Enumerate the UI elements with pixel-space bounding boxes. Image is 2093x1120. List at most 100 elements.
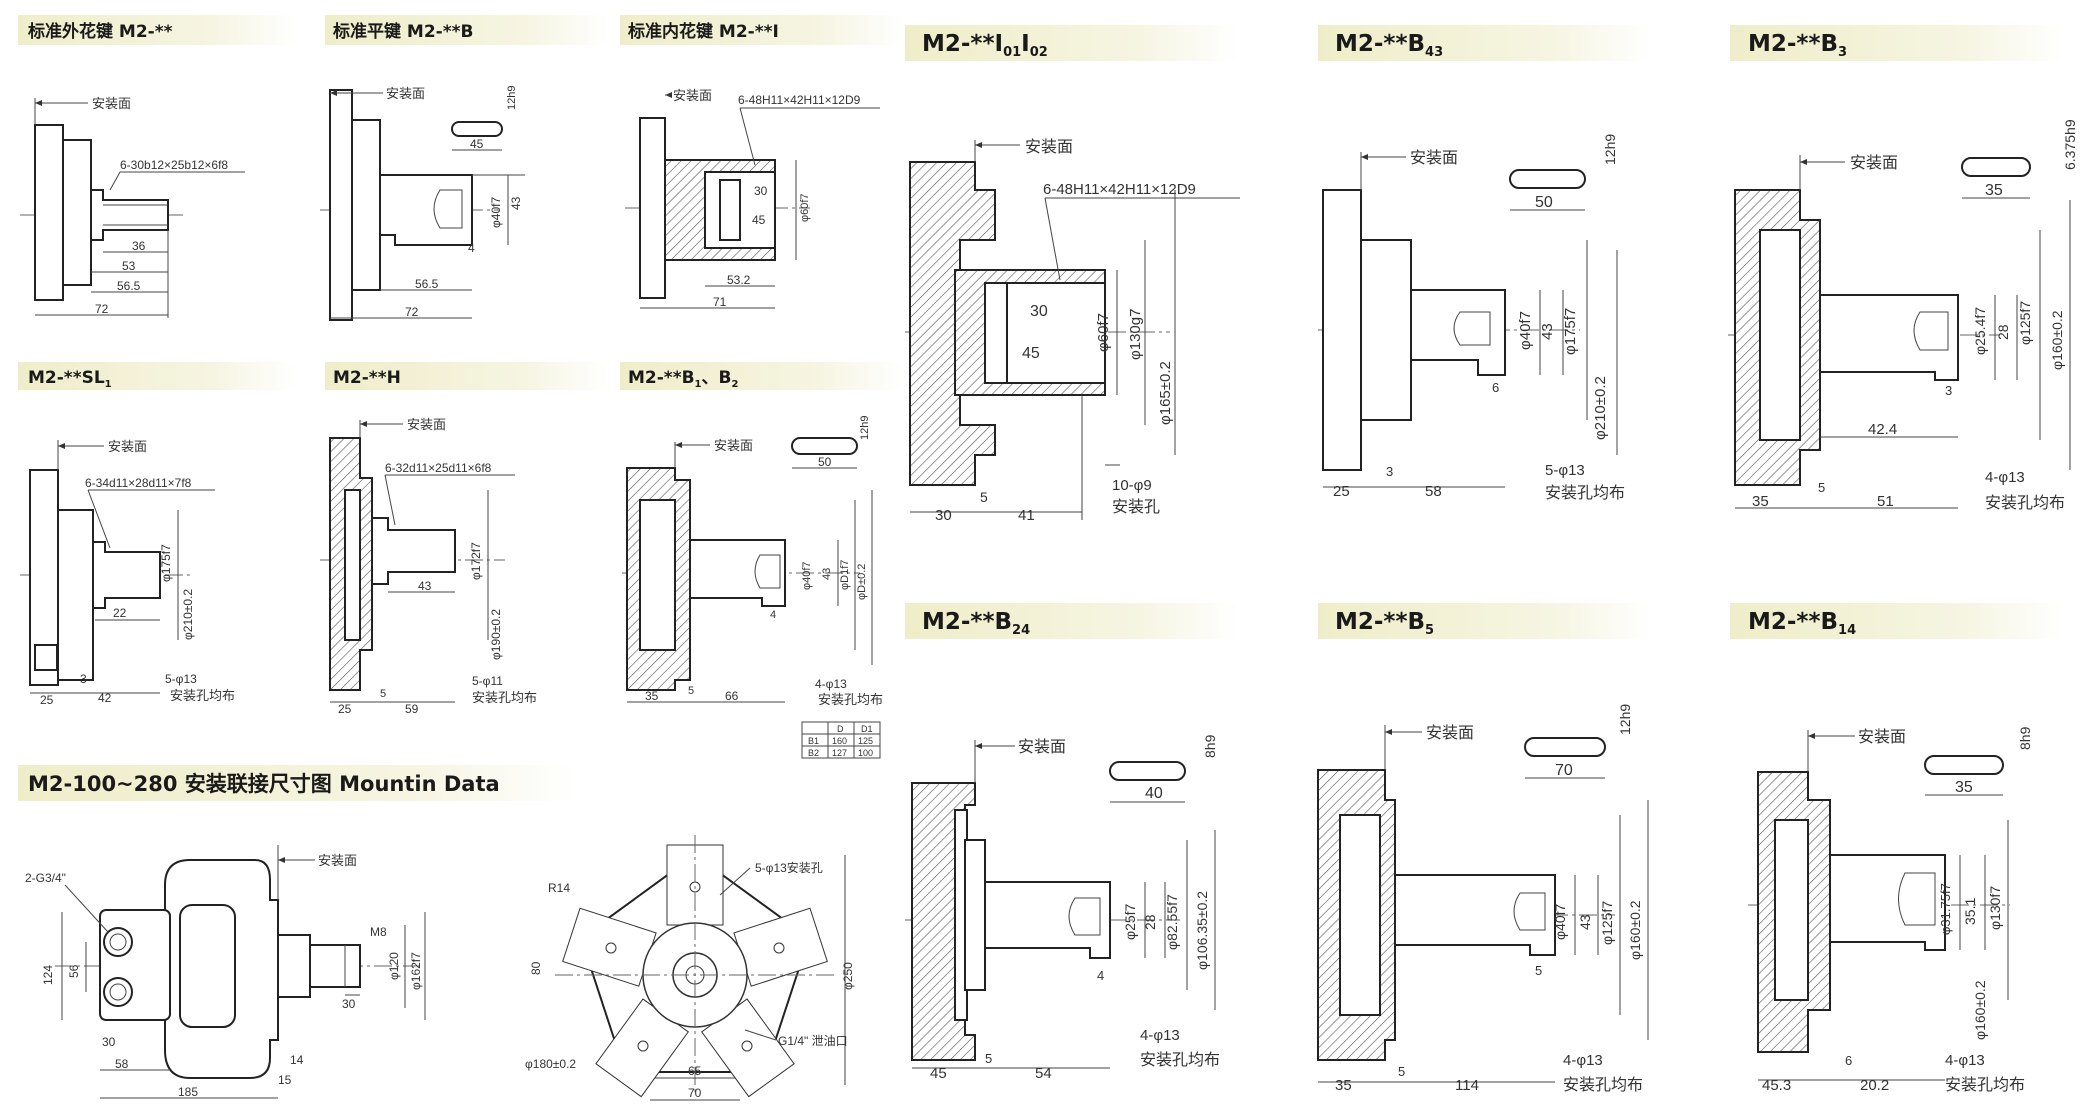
svg-text:安装面: 安装面 bbox=[1025, 138, 1073, 156]
svg-text:φ60f7: φ60f7 bbox=[1095, 313, 1112, 352]
svg-text:12h9: 12h9 bbox=[859, 416, 871, 440]
svg-text:22: 22 bbox=[113, 606, 127, 620]
drawing-sl1: 安装面 6-34d11×28d11×7f8 φ175f7 φ210±0.2 22… bbox=[20, 439, 235, 707]
svg-text:4: 4 bbox=[468, 241, 475, 255]
drawing-b3: 6.375h9 35 φ25.4f7 28 φ125f7 φ160±0.2 3 … bbox=[1728, 119, 2078, 512]
svg-text:3: 3 bbox=[80, 672, 87, 686]
svg-text:43: 43 bbox=[1577, 914, 1593, 930]
svg-text:8h9: 8h9 bbox=[2017, 726, 2033, 750]
svg-text:6: 6 bbox=[1845, 1053, 1852, 1068]
svg-text:φ60f7: φ60f7 bbox=[799, 193, 811, 222]
svg-text:25: 25 bbox=[338, 702, 352, 716]
svg-text:4-φ13: 4-φ13 bbox=[815, 677, 847, 691]
svg-text:φ25f7: φ25f7 bbox=[1122, 903, 1138, 940]
svg-text:53.2: 53.2 bbox=[727, 273, 751, 287]
svg-text:100: 100 bbox=[858, 748, 873, 758]
svg-text:80: 80 bbox=[529, 961, 543, 975]
svg-text:6-48H11×42H11×12D9: 6-48H11×42H11×12D9 bbox=[1043, 181, 1196, 198]
svg-text:66: 66 bbox=[725, 689, 739, 703]
svg-text:安装孔均布: 安装孔均布 bbox=[818, 692, 883, 707]
title-h: M2-**H bbox=[333, 368, 401, 388]
svg-text:安装面: 安装面 bbox=[673, 88, 712, 103]
svg-text:10-φ9: 10-φ9 bbox=[1112, 477, 1152, 494]
svg-text:5-φ13: 5-φ13 bbox=[1545, 462, 1585, 479]
b1b2-table: D D1 B1 160 125 B2 127 100 bbox=[801, 721, 881, 759]
svg-text:12h9: 12h9 bbox=[1617, 704, 1633, 735]
svg-text:45.3: 45.3 bbox=[1762, 1077, 1791, 1094]
label-holes: 安装孔 bbox=[1112, 498, 1160, 516]
svg-text:3: 3 bbox=[1945, 383, 1952, 398]
svg-text:43: 43 bbox=[418, 579, 432, 593]
svg-text:6-32d11×25d11×6f8: 6-32d11×25d11×6f8 bbox=[385, 461, 492, 475]
svg-text:15: 15 bbox=[278, 1073, 292, 1087]
svg-text:5: 5 bbox=[1398, 1064, 1405, 1079]
svg-text:54: 54 bbox=[1035, 1065, 1052, 1082]
svg-text:35.1: 35.1 bbox=[1962, 898, 1978, 925]
svg-text:安装孔均布: 安装孔均布 bbox=[1545, 484, 1625, 502]
svg-text:φ82.55f7: φ82.55f7 bbox=[1164, 894, 1180, 950]
svg-text:安装面: 安装面 bbox=[1858, 728, 1906, 746]
svg-text:安装面: 安装面 bbox=[318, 853, 357, 868]
svg-text:φ125f7: φ125f7 bbox=[2017, 301, 2033, 345]
drawing-b24: 8h9 40 φ25f7 28 φ82.55f7 φ106.35±0.2 4 4… bbox=[905, 734, 1220, 1082]
svg-text:B1: B1 bbox=[808, 736, 819, 746]
svg-text:58: 58 bbox=[115, 1057, 129, 1071]
svg-text:5: 5 bbox=[1535, 963, 1542, 978]
svg-text:72: 72 bbox=[95, 302, 109, 316]
svg-text:56.5: 56.5 bbox=[117, 279, 141, 293]
drawing-b5: 12h9 70 φ40f7 43 φ125f7 φ160±0.2 5 4-φ13… bbox=[1317, 704, 1649, 1094]
title-b43: M2-**B43 bbox=[1335, 31, 1443, 60]
svg-text:12h9: 12h9 bbox=[506, 86, 518, 110]
drawing-h: 安装面 6-32d11×25d11×6f8 φ172f7 43 φ190±0.2… bbox=[320, 417, 537, 716]
svg-text:42.4: 42.4 bbox=[1868, 421, 1897, 438]
svg-text:安装孔均布: 安装孔均布 bbox=[170, 688, 235, 703]
svg-text:φ130g7: φ130g7 bbox=[1127, 309, 1144, 360]
svg-text:M8: M8 bbox=[370, 925, 387, 939]
svg-text:R14: R14 bbox=[548, 881, 570, 895]
title-b1b2: M2-**B1、B2 bbox=[628, 368, 738, 390]
svg-text:45: 45 bbox=[752, 213, 766, 227]
svg-text:5-φ13安装孔: 5-φ13安装孔 bbox=[755, 860, 823, 875]
svg-text:12h9: 12h9 bbox=[1602, 134, 1618, 165]
title-std-spline: 标准外花键 M2-** bbox=[28, 21, 173, 42]
svg-text:124: 124 bbox=[41, 965, 55, 985]
svg-text:6-34d11×28d11×7f8: 6-34d11×28d11×7f8 bbox=[85, 476, 192, 490]
drawing-i01i02: 安装面 6-48H11×42H11×12D9 30 45 φ60f7 φ130g… bbox=[905, 138, 1240, 524]
svg-text:35: 35 bbox=[645, 689, 659, 703]
svg-text:30: 30 bbox=[102, 1035, 116, 1049]
svg-text:φ175f7: φ175f7 bbox=[159, 544, 173, 582]
svg-text:35: 35 bbox=[1335, 1077, 1352, 1094]
drawing-mount-side: 2-G3/4" M8 φ120 φ162f7 124 56 30 30 58 1… bbox=[25, 845, 426, 1099]
drawing-std-flat: 12h9 45 φ40f7 43 4 56.5 72 安装面 bbox=[320, 86, 525, 321]
svg-text:30: 30 bbox=[935, 507, 952, 524]
svg-text:φ40f7: φ40f7 bbox=[489, 197, 503, 228]
svg-text:安装孔均布: 安装孔均布 bbox=[1140, 1051, 1220, 1069]
svg-text:安装面: 安装面 bbox=[1850, 154, 1898, 172]
svg-text:φ130f7: φ130f7 bbox=[1987, 886, 2003, 930]
svg-text:70: 70 bbox=[688, 1086, 702, 1100]
title-sl1: M2-**SL1 bbox=[28, 368, 112, 390]
svg-text:B2: B2 bbox=[808, 748, 819, 758]
svg-text:4-φ13: 4-φ13 bbox=[1563, 1052, 1603, 1069]
svg-text:4-φ13: 4-φ13 bbox=[1985, 469, 2025, 486]
svg-text:51: 51 bbox=[1877, 493, 1894, 510]
svg-text:φD±0.2: φD±0.2 bbox=[856, 564, 868, 600]
svg-text:φ125f7: φ125f7 bbox=[1599, 901, 1615, 945]
svg-text:2-G3/4": 2-G3/4" bbox=[25, 871, 66, 885]
svg-text:φ180±0.2: φ180±0.2 bbox=[525, 1057, 576, 1071]
svg-text:43: 43 bbox=[821, 568, 833, 580]
title-i01i02: M2-**I01I02 bbox=[922, 31, 1048, 60]
svg-text:安装孔均布: 安装孔均布 bbox=[1985, 494, 2065, 512]
svg-text:G1/4" 泄油口: G1/4" 泄油口 bbox=[778, 1034, 848, 1048]
svg-text:56.5: 56.5 bbox=[415, 277, 439, 291]
svg-text:50: 50 bbox=[818, 455, 832, 469]
panel-titles: 标准外花键 M2-** 标准平键 M2-**B 标准内花键 M2-**I M2-… bbox=[28, 21, 1856, 796]
svg-text:58: 58 bbox=[1425, 483, 1442, 500]
svg-text:43: 43 bbox=[1539, 323, 1556, 340]
svg-text:φ162f7: φ162f7 bbox=[409, 952, 423, 990]
svg-text:45: 45 bbox=[1022, 345, 1040, 362]
svg-text:4-φ13: 4-φ13 bbox=[1945, 1052, 1985, 1069]
svg-text:安装孔均布: 安装孔均布 bbox=[472, 690, 537, 705]
svg-text:6: 6 bbox=[1492, 380, 1499, 395]
svg-text:59: 59 bbox=[405, 702, 419, 716]
